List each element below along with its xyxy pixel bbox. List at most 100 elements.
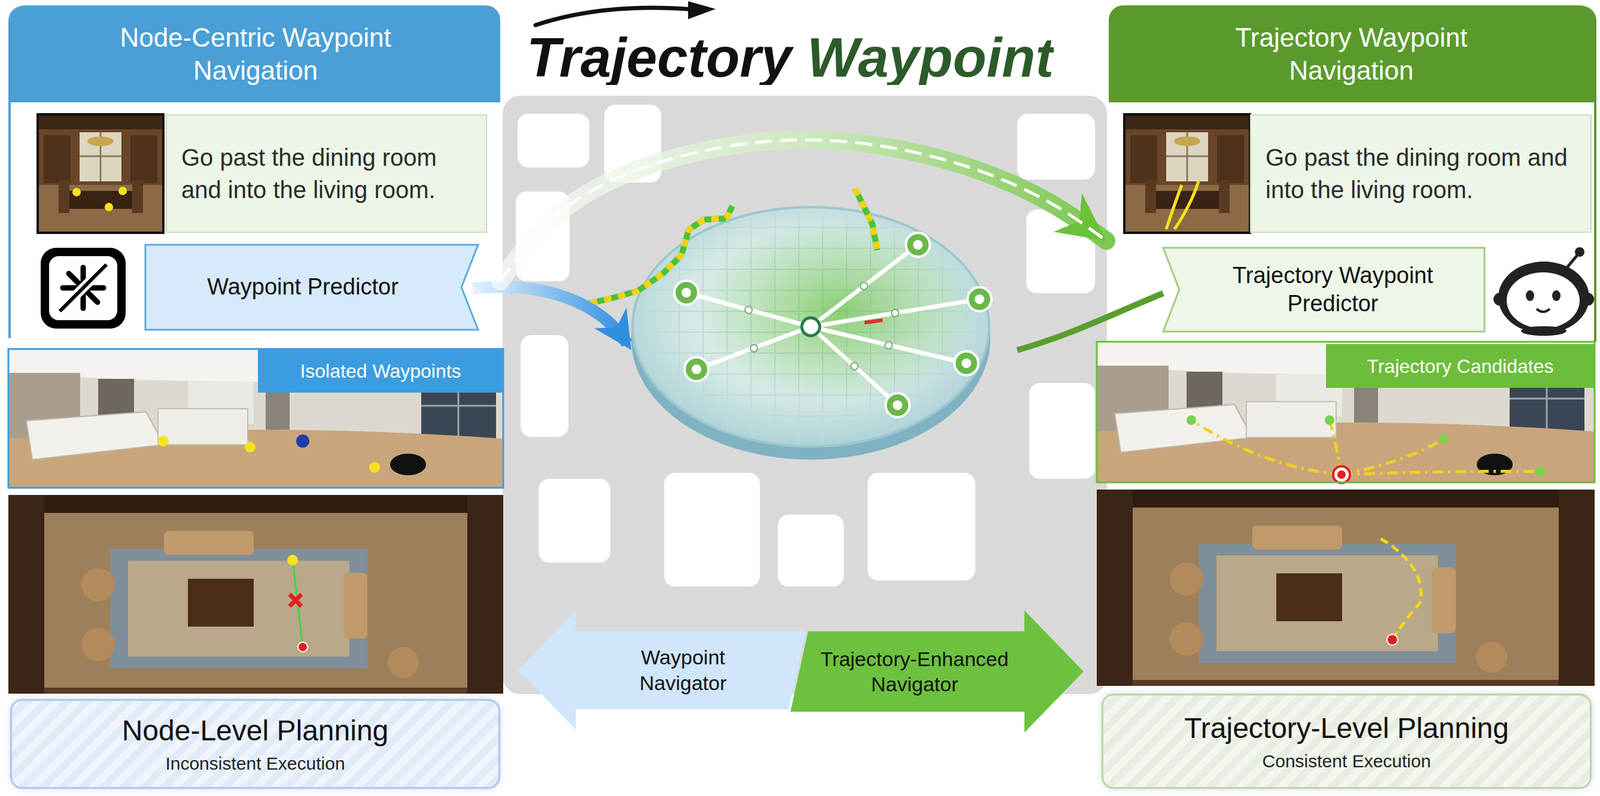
planning-heading: Node-Level Planning: [122, 712, 389, 749]
room-top-view: [44, 512, 468, 688]
waypoint-disc: [810, 326, 898, 406]
room-top-view: [1198, 543, 1456, 663]
room-top-view: [467, 494, 504, 694]
room-top-view: [1386, 634, 1398, 646]
waypoint-disc: [810, 244, 918, 327]
panorama-view: [1509, 397, 1585, 400]
room-top-view: [1378, 537, 1422, 640]
waypoint-disc: [678, 203, 680, 455]
panorama-view: [1341, 438, 1444, 475]
arrow-box: Waypoint Navigator: [518, 610, 806, 730]
room-top-view: [1476, 641, 1508, 673]
panorama-view: [26, 411, 164, 460]
predictor-to-disc-arrow: [472, 286, 628, 344]
panorama-view: [369, 461, 380, 473]
panorama-view: [8, 348, 504, 488]
panorama-view: [157, 408, 248, 445]
transition-arrow: [500, 140, 1107, 282]
arrow-box-outline: [790, 610, 1084, 733]
panel-heading: Node-Centric Waypoint Navigation: [81, 20, 430, 87]
planning-box: Node-Level PlanningInconsistent Executio…: [10, 698, 501, 789]
waypoint-disc: [864, 320, 883, 323]
navigation-panel: Node-Centric Waypoint Navigation Go past …: [8, 5, 501, 339]
room-top-view: [1252, 525, 1343, 550]
arrow-box: Trajectory-Enhanced Navigator: [787, 610, 1084, 733]
panel-header: Trajectory Waypoint Navigation: [1108, 5, 1595, 103]
room-top-view: [128, 560, 350, 657]
panorama-view: [1096, 341, 1595, 483]
predictor-box-outline: [1163, 247, 1485, 332]
panorama-view: [296, 434, 310, 448]
panel-heading: Trajectory Waypoint Navigation: [1178, 20, 1526, 87]
waypoint-disc: [691, 364, 702, 374]
waypoint-disc: [700, 221, 976, 401]
instruction-text: Go past the dining room and into the liv…: [1265, 141, 1577, 206]
room-thumbnail: [1124, 114, 1250, 233]
arrow-box-outline: [518, 610, 806, 730]
room-top-view: [8, 494, 504, 694]
room-top-view: [8, 494, 45, 694]
room-top-view: [343, 572, 368, 639]
room-thumbnail: [1124, 114, 1250, 233]
panorama-view: [1324, 415, 1335, 425]
room-top-view: [1096, 489, 1133, 686]
model-icon: [40, 247, 126, 329]
arrow-label: Waypoint Navigator: [617, 644, 750, 696]
waypoint-disc: [860, 282, 868, 290]
floor-map: [1029, 382, 1095, 479]
trajectory-traces: [576, 205, 733, 307]
model-icon: [59, 264, 107, 312]
room-top-view: [1276, 573, 1343, 622]
robot-icon: [1525, 290, 1535, 301]
room-top-view: [1169, 562, 1204, 596]
room-thumbnail: [132, 180, 144, 214]
panorama-view: [1191, 420, 1541, 475]
room-top-view: [8, 494, 504, 694]
room-top-view: [1216, 555, 1438, 652]
arrow-box-outline: [518, 610, 806, 730]
waypoint-disc: [696, 326, 811, 370]
model-icon: [59, 264, 107, 312]
predictor-box-outline: [145, 244, 479, 330]
instruction-text: Go past the dining room and into the liv…: [181, 141, 472, 206]
room-top-view: [187, 578, 254, 627]
instruction-box: Go past the dining room and into the liv…: [1249, 114, 1592, 233]
panorama-view: [1191, 420, 1342, 475]
room-thumbnail: [1124, 114, 1250, 130]
panorama-view: [1246, 401, 1337, 438]
room-thumbnail: [1166, 132, 1209, 182]
robot-icon: [1552, 290, 1561, 301]
room-thumbnail: [58, 180, 70, 214]
room-top-view: [289, 594, 302, 607]
floor-map: [1017, 113, 1095, 180]
robot-icon: [1574, 247, 1585, 257]
room-thumbnail: [1218, 180, 1230, 214]
predictor-box: Waypoint Predictor: [145, 244, 479, 330]
room-thumbnail: [37, 114, 164, 130]
waypoint-disc: [954, 351, 979, 376]
waypoint-disc: [961, 358, 972, 368]
predictor-box: Trajectory Waypoint Predictor: [1163, 247, 1485, 332]
room-thumbnail: [1124, 114, 1250, 233]
title-swoosh: [535, 1, 716, 26]
tag-text: Trajectory Candidates: [1367, 354, 1554, 379]
waypoint-disc: [810, 326, 967, 364]
waypoint-disc: [891, 309, 899, 317]
room-thumbnail: [37, 114, 164, 233]
panorama-view: [1096, 341, 1595, 483]
transition-arrow-dash: [500, 140, 1107, 282]
floor-map: [517, 113, 590, 168]
room-top-view: [81, 627, 115, 662]
room-top-view: [289, 594, 302, 607]
room-thumbnail: [118, 186, 127, 196]
waypoint-disc: [686, 244, 980, 406]
arrow-label: Trajectory-Enhanced Navigator: [811, 646, 1018, 698]
panorama-view: [244, 441, 256, 453]
tag-text: Isolated Waypoints: [299, 359, 461, 383]
waypoint-disc: [885, 393, 910, 418]
room-thumbnail: [37, 114, 164, 233]
panorama-view: [390, 453, 427, 476]
panorama-view: [1341, 471, 1541, 475]
waypoint-disc: [974, 294, 985, 304]
